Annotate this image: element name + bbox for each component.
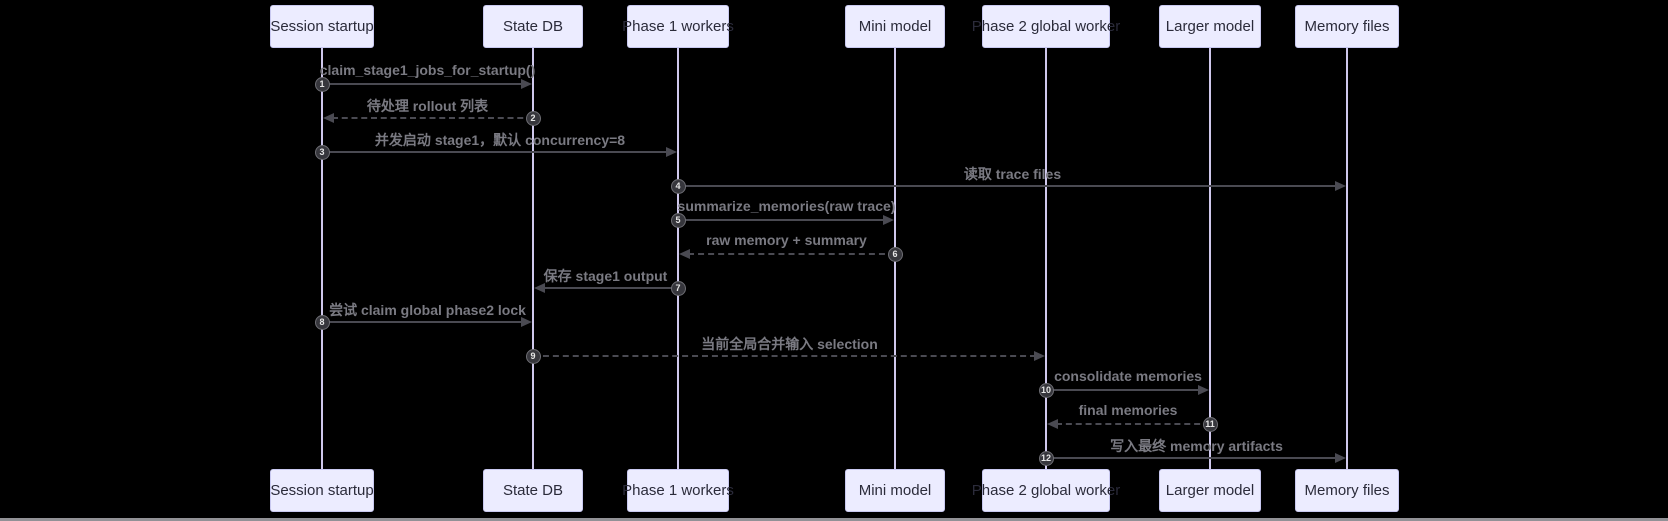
message-line [688, 253, 895, 255]
message-label: 读取 trace files [963, 166, 1062, 182]
message-line [543, 287, 678, 289]
arrowhead-icon [883, 215, 894, 225]
message-line [533, 355, 1036, 357]
message-line [678, 219, 885, 221]
sequence-number: 11 [1202, 416, 1218, 432]
sequence-number: 12 [1038, 450, 1054, 466]
arrowhead-icon [666, 147, 677, 157]
arrowhead-icon [679, 249, 690, 259]
actor-top-session-startup: Session startup [270, 5, 374, 48]
actor-top-memory-files: Memory files [1295, 5, 1399, 48]
actor-top-phase-2-global-worker: Phase 2 global worker [972, 5, 1120, 48]
actor-bottom-phase-2-global-worker: Phase 2 global worker [972, 469, 1120, 512]
message-label: consolidate memories [1054, 368, 1202, 384]
message-label: raw memory + summary [706, 232, 867, 248]
lifeline-session-startup [321, 48, 323, 469]
lifeline-phase-1-workers [677, 48, 679, 469]
arrowhead-icon [1034, 351, 1045, 361]
message-line [322, 321, 523, 323]
message-label: summarize_memories(raw trace) [677, 198, 896, 214]
sequence-number: 7 [670, 280, 686, 296]
actor-top-phase-1-workers: Phase 1 workers [622, 5, 734, 48]
message-line [1046, 457, 1337, 459]
message-line [332, 117, 533, 119]
message-label: 保存 stage1 output [543, 268, 668, 284]
sequence-number: 3 [314, 144, 330, 160]
sequence-number: 4 [670, 178, 686, 194]
message-label: final memories [1078, 402, 1178, 418]
sequence-number: 9 [525, 348, 541, 364]
actor-top-mini-model: Mini model [845, 5, 945, 48]
sequence-number: 8 [314, 314, 330, 330]
arrowhead-icon [1335, 181, 1346, 191]
sequence-number: 1 [314, 76, 330, 92]
arrowhead-icon [534, 283, 545, 293]
message-label: 尝试 claim global phase2 lock [329, 302, 526, 318]
message-label: claim_stage1_jobs_for_startup() [319, 62, 536, 78]
actor-bottom-mini-model: Mini model [845, 469, 945, 512]
actor-top-state-db: State DB [483, 5, 583, 48]
actor-bottom-larger-model: Larger model [1159, 469, 1261, 512]
sequence-number: 10 [1038, 382, 1054, 398]
message-line [1056, 423, 1210, 425]
sequence-number: 2 [525, 110, 541, 126]
message-label: 写入最终 memory artifacts [1110, 438, 1283, 454]
actor-top-larger-model: Larger model [1159, 5, 1261, 48]
message-label: 并发启动 stage1，默认 concurrency=8 [374, 132, 626, 148]
message-line [1046, 389, 1200, 391]
arrowhead-icon [521, 79, 532, 89]
lifeline-memory-files [1346, 48, 1348, 469]
arrowhead-icon [1335, 453, 1346, 463]
message-line [678, 185, 1337, 187]
message-label: 当前全局合并输入 selection [701, 336, 878, 352]
sequence-number: 5 [670, 212, 686, 228]
arrowhead-icon [1047, 419, 1058, 429]
arrowhead-icon [521, 317, 532, 327]
arrowhead-icon [323, 113, 334, 123]
actor-bottom-phase-1-workers: Phase 1 workers [622, 469, 734, 512]
lifeline-larger-model [1209, 48, 1211, 469]
lifeline-state-db [532, 48, 534, 469]
arrowhead-icon [1198, 385, 1209, 395]
actor-bottom-state-db: State DB [483, 469, 583, 512]
actor-bottom-memory-files: Memory files [1295, 469, 1399, 512]
actor-bottom-session-startup: Session startup [270, 469, 374, 512]
lifeline-phase-2-global-worker [1045, 48, 1047, 469]
message-line [322, 83, 523, 85]
message-line [322, 151, 668, 153]
message-label: 待处理 rollout 列表 [366, 98, 489, 114]
sequence-number: 6 [887, 246, 903, 262]
bottom-edge-strip [0, 518, 1668, 521]
